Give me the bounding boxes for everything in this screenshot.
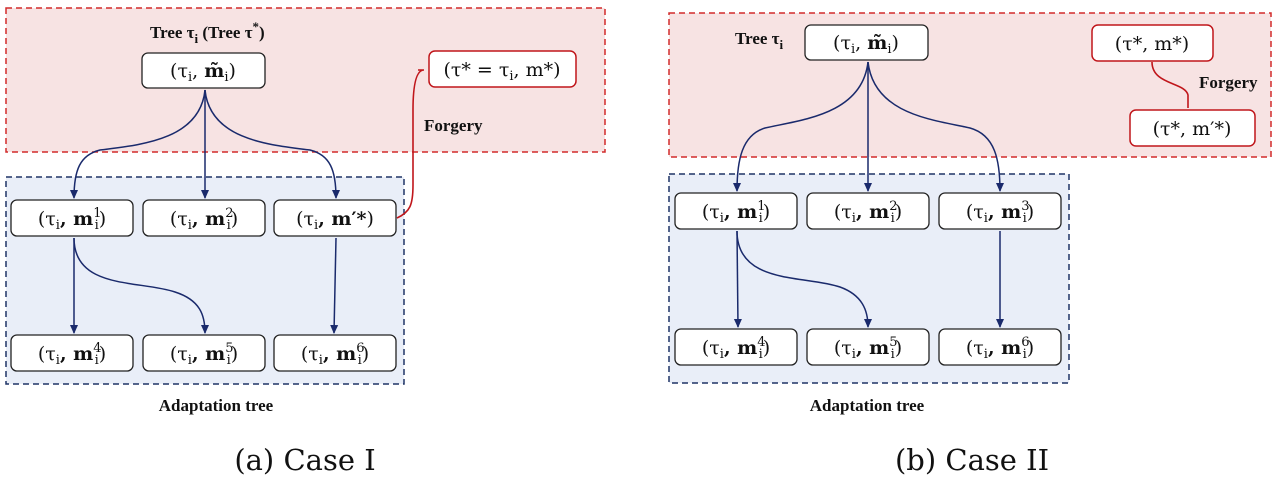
case2-node-m4 [674,328,798,366]
case1-adaptation-label: Adaptation tree [159,396,274,415]
case2-forgery-top-label: (τ*, m*) [1115,33,1189,55]
case2-tree-label: Tree τi [735,29,784,52]
case1-forgery-node-label: (τ* = τi, m*) [443,59,560,84]
case2-forgery-bottom-node [1129,109,1256,147]
case2-level1 [674,192,1062,230]
case2-edge-m1-m4 [733,230,742,328]
case1-node-m2 [142,199,266,237]
case1-root-label: (τi, m̃i) [170,60,236,85]
case1-edge-root-m1 [70,89,206,199]
case1-edge-root-mprime [204,89,340,199]
case1-node-m4 [10,334,134,372]
case2-level2 [674,328,1062,366]
case2-edge-m1-m5 [736,230,872,328]
case1-node-mprime [273,199,397,237]
case2-node-m1 [674,192,798,230]
case2-edge-root-m1 [733,61,869,192]
case2-forgery-link [1151,61,1189,108]
case2-edge-root-m3 [867,61,1004,192]
case1-edges [70,89,340,334]
case1-node-mprime-label: (τi, m′*) [296,208,374,233]
case2-node-m5 [806,328,930,366]
case2-node-m3 [938,192,1062,230]
case2-adaptation-label: Adaptation tree [810,396,925,415]
case2-forgery-bottom-label: (τ*, m′*) [1153,118,1232,140]
case2-root-label: (τi, m̃i) [833,32,899,57]
case2-caption: (b) Case II [895,443,1049,477]
case1-edge-m1-m5 [73,237,209,334]
case2-node-m2 [806,192,930,230]
case1-root-node [141,52,266,89]
case1-forgery-node [428,50,577,88]
case2-forgery-top-node [1091,24,1214,62]
case1-caption: (a) Case I [234,443,375,477]
case1-node-m5 [142,334,266,372]
case2-forgery-label: Forgery [1199,73,1258,92]
case1-node-m1 [10,199,134,237]
case1-forgery-link [396,69,425,219]
case1-edge-mprime-m6 [330,237,339,334]
case1-forgery-label: Forgery [424,116,483,135]
case1-node-m6 [273,334,397,372]
case1-tree-label: Tree τi (Tree τ*) [150,19,265,46]
case2-node-m6 [938,328,1062,366]
case1-level1 [10,199,397,237]
case1-level2 [10,334,397,372]
case2-edges [733,61,1004,328]
case2-root-node [804,24,929,61]
